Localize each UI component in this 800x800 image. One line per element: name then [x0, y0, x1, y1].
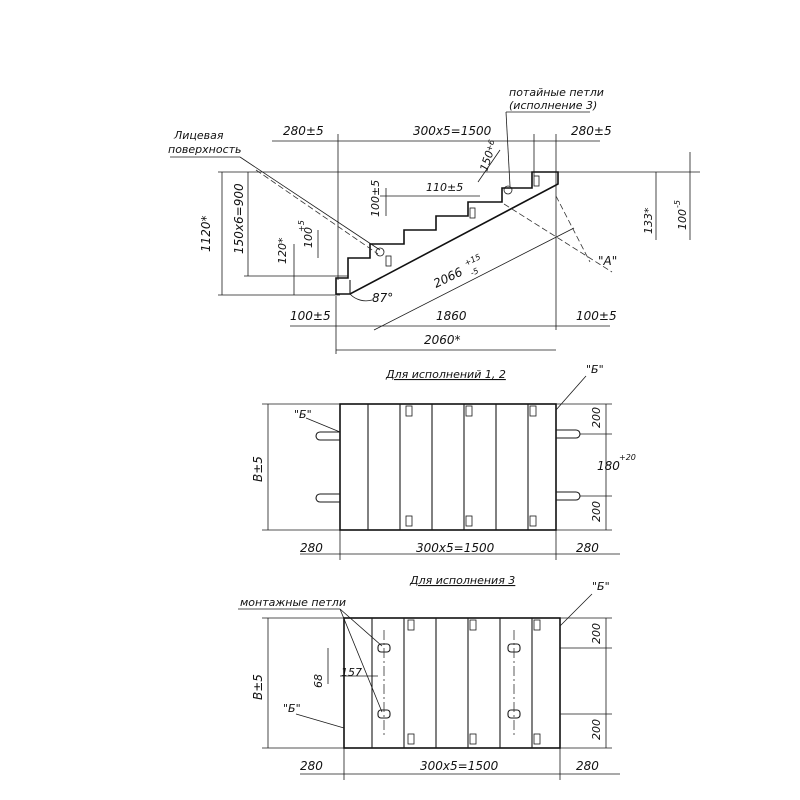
dim-bot-mid: 1860: [436, 309, 467, 323]
label-b-right: "Б": [586, 363, 604, 376]
dim-bot-left: 100±5: [290, 309, 331, 323]
face-label-2: поверхность: [168, 143, 242, 156]
a-leader-2: [555, 195, 591, 263]
stair-outline: [335, 171, 559, 295]
insert: [529, 515, 537, 527]
dim-b: В±5: [251, 456, 265, 482]
loops-leader: [505, 111, 511, 187]
face-label: Лицевая: [173, 129, 224, 142]
dim-87: 87°: [372, 291, 393, 305]
label-b-right: "Б": [592, 580, 610, 593]
dim-100c-tol: -5: [673, 200, 682, 208]
dim-1120: 1120*: [199, 215, 213, 252]
mount-loops-label: монтажные петли: [240, 596, 346, 609]
dim-2066-tol-down: -5: [469, 266, 480, 278]
dim-top-left: 280±5: [283, 124, 324, 138]
plan3-title: Для исполнения 3: [409, 574, 515, 587]
b-leader: [305, 417, 341, 433]
loop-right-top: [556, 429, 581, 439]
label-b-left: "Б": [283, 702, 301, 715]
b-leader: [555, 375, 587, 411]
loops-label-2: (исполнение 3): [509, 99, 597, 112]
loops-label: потайные петли: [509, 86, 604, 99]
hidden-loop-1: [375, 247, 385, 257]
loop-left-top: [315, 431, 340, 441]
angle-arc: [349, 293, 373, 302]
b-leader: [559, 593, 593, 627]
dim-120: 120*: [276, 237, 289, 264]
loop-right-bottom: [556, 491, 581, 501]
dim-180: 180: [597, 459, 620, 473]
insert-2: [469, 207, 476, 219]
dim-200-bot: 200: [590, 501, 603, 522]
plan12-outline: [339, 403, 557, 531]
dim-133: 133*: [642, 207, 655, 234]
dim-200-bot: 200: [590, 719, 603, 740]
insert: [407, 733, 415, 745]
face-leader-dash: [255, 169, 379, 255]
dim-2066-line: [373, 227, 575, 331]
mount-leader: [339, 608, 383, 713]
dim-mid: 300x5=1500: [420, 759, 499, 773]
dim-180-tol: +20: [619, 453, 636, 462]
dim-110: 110±5: [426, 181, 463, 194]
dim-2066-tol-up: +15: [463, 252, 482, 267]
dim-150-line: [477, 149, 501, 183]
plan-view-12: Для исполнений 1, 2 "Б" "Б" В±5: [251, 363, 636, 560]
dim-200-top: 200: [590, 407, 603, 428]
dim-2066: 2066: [431, 265, 465, 291]
insert: [529, 405, 537, 417]
dim-100a-tol: +5: [297, 220, 306, 232]
dim-mid: 300x5=1500: [416, 541, 495, 555]
insert: [533, 619, 541, 631]
dim-total: 2060*: [424, 333, 461, 347]
insert: [469, 619, 477, 631]
dim-150: 150: [477, 149, 496, 173]
dim-right: 280: [576, 541, 599, 555]
plan12-title: Для исполнений 1, 2: [385, 368, 506, 381]
plan-view-3: Для исполнения 3 монтажные петли "Б" "Б"…: [238, 574, 620, 780]
insert: [465, 405, 473, 417]
a-leader: [503, 203, 613, 273]
mount-leader: [339, 608, 383, 647]
dim-left: 280: [300, 541, 323, 555]
loop-left-bottom: [315, 493, 340, 503]
insert: [407, 619, 415, 631]
dim-150x6: 150x6=900: [232, 183, 246, 254]
plan3-outline: [343, 617, 561, 749]
dim-100c: 100: [676, 209, 689, 230]
insert: [405, 405, 413, 417]
insert: [465, 515, 473, 527]
stair-profile-view: 280±5 300x5=1500 280±5 Лицевая поверхнос…: [168, 86, 700, 354]
hidden-loop-2: [503, 185, 513, 195]
dim-100a: 100: [302, 227, 315, 248]
dim-b: В±5: [251, 674, 265, 700]
face-leader: [239, 156, 381, 251]
dim-100b: 100±5: [369, 180, 382, 217]
dim-left: 280: [300, 759, 323, 773]
b-leader: [295, 713, 345, 729]
insert: [405, 515, 413, 527]
label-b-left: "Б": [294, 408, 312, 421]
label-a: "А": [598, 254, 617, 268]
insert-1: [385, 255, 392, 267]
dim-top-right: 280±5: [571, 124, 612, 138]
dim-bot-right: 100±5: [576, 309, 617, 323]
dim-right: 280: [576, 759, 599, 773]
dim-68: 68: [312, 674, 325, 688]
insert-3: [533, 175, 540, 187]
insert: [469, 733, 477, 745]
dim-top-mid: 300x5=1500: [413, 124, 492, 138]
dim-150-tol: +6: [484, 139, 496, 153]
dim-200-top: 200: [590, 623, 603, 644]
dim-157: 157: [341, 666, 362, 679]
insert: [533, 733, 541, 745]
